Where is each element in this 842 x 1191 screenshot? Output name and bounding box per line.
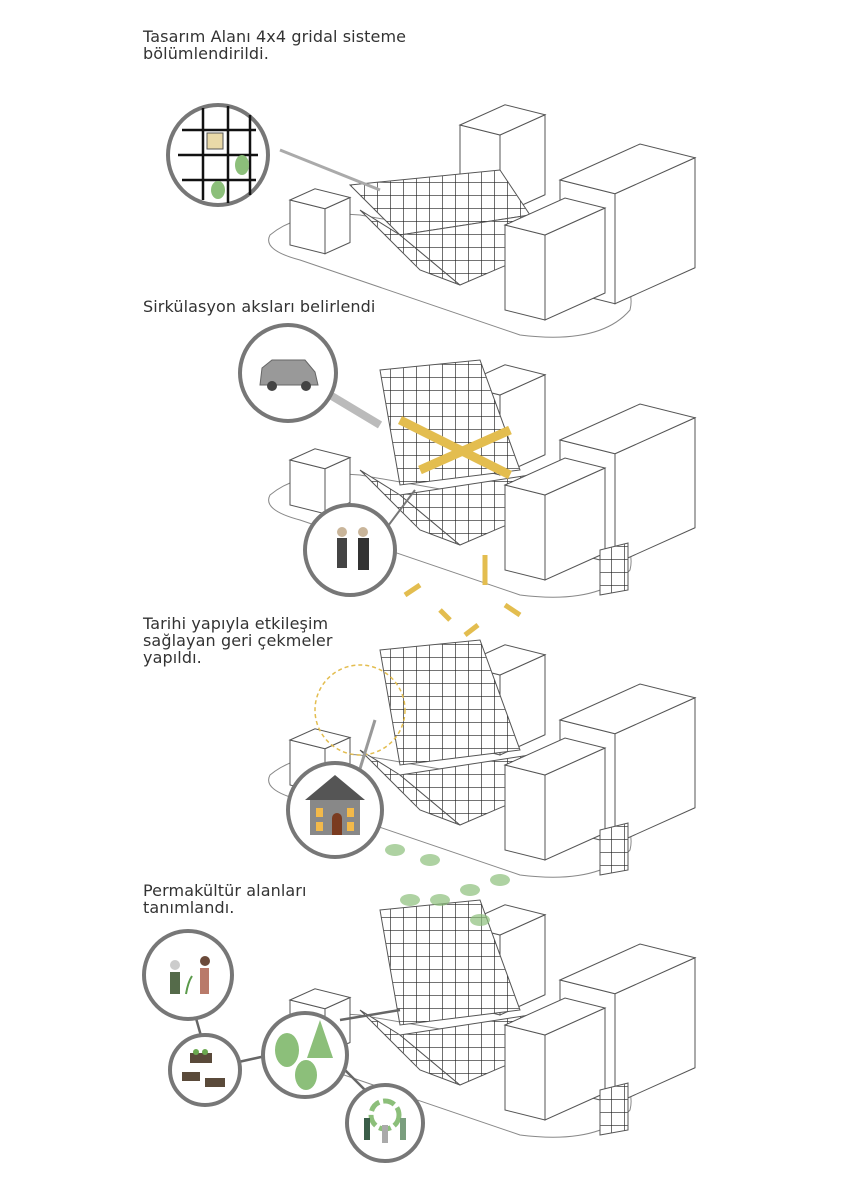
step4-caption-line1: Permakültür alanları [143,881,307,900]
permaculture-green-patch [400,894,420,906]
step1-caption-line2: bölümlendirildi. [143,44,269,63]
building-face [504,764,546,861]
car-icon [238,323,383,429]
setback-arrow [463,623,480,637]
site-scene-3 [268,555,697,878]
trees-icon [261,1011,349,1099]
building-roof [503,737,607,776]
gardening-people-icon [142,929,234,1021]
building-roof [288,188,352,210]
grid-facade [599,1082,629,1136]
building-roof [288,448,352,470]
step1-caption-line1: Tasarım Alanı 4x4 gridal sisteme [143,27,407,46]
step2-caption-line1: Sirkülasyon aksları belirlendi [143,297,376,316]
grid-mass-top [379,359,521,486]
permaculture-green-patch [420,854,440,866]
grid-facade [599,822,629,876]
building-face [289,459,326,515]
building-roof [288,728,352,750]
permaculture-green-patch [490,874,510,886]
building-face [504,1024,546,1121]
step2-caption: Sirkülasyon aksları belirlendi [143,298,375,315]
step3-caption-line2: sağlayan geri çekmeler [143,631,333,650]
step1-caption: Tasarım Alanı 4x4 gridal sisteme bölümle… [143,28,406,62]
setback-arrow [403,582,422,598]
pedestrians-icon [303,489,416,597]
setback-arrow [438,608,452,622]
historic-building-icon [286,664,406,859]
planter-beds-icon [168,1033,242,1107]
step3-caption: Tarihi yapıyla etkileşim sağlayan geri ç… [143,615,333,666]
building-roof [288,988,352,1010]
building-roof [503,457,607,496]
step3-caption-line1: Tarihi yapıyla etkileşim [143,614,329,633]
grid-module-icon [166,103,381,207]
building-roof [503,197,607,236]
building-roof [558,143,697,195]
building-face [504,224,546,321]
site-scene-4 [268,844,697,1138]
building-face [504,484,546,581]
permaculture-green-patch [430,894,450,906]
step4-caption-line2: tanımlandı. [143,898,235,917]
building-roof [558,403,697,455]
site-scene-1 [268,104,697,338]
setback-arrow [503,602,522,618]
recycling-people-icon [345,1083,425,1163]
step4-caption: Permakültür alanları tanımlandı. [143,882,307,916]
circulation-axis-arrow [418,425,512,475]
step3-caption-line3: yapıldı. [143,648,202,667]
site-scene-2 [268,359,697,598]
permaculture-green-patch [470,914,490,926]
building-roof [558,943,697,995]
building-roof [503,997,607,1036]
building-roof [458,104,547,136]
circulation-axis-arrow [397,415,513,480]
permaculture-green-patch [385,844,405,856]
grid-facade [599,542,629,596]
permaculture-green-patch [460,884,480,896]
building-roof [558,683,697,735]
building-face [289,199,326,255]
grid-mass-top [379,639,521,766]
